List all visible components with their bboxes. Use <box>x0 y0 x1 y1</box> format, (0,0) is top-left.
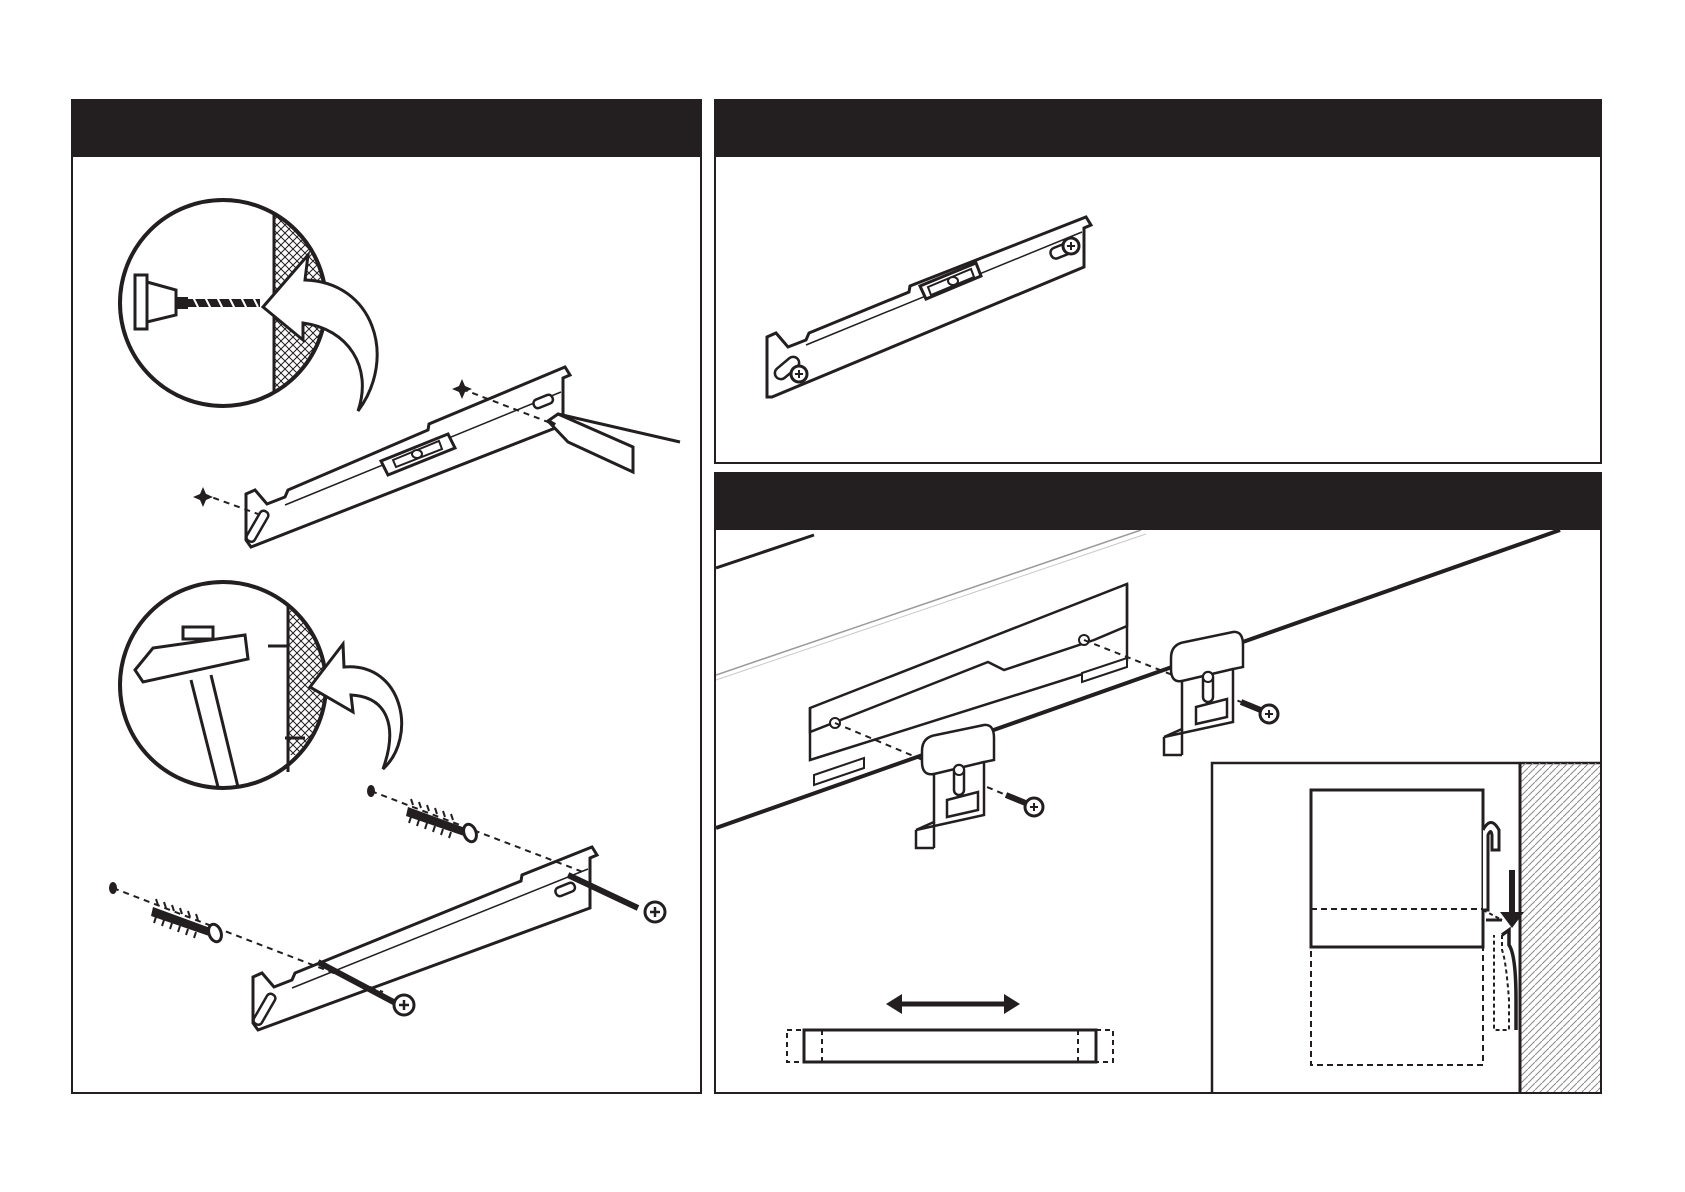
double-arrow-icon <box>886 994 1020 1014</box>
drill-detail <box>120 200 377 411</box>
wall-plug-icon <box>406 799 479 844</box>
bracket-fixing <box>109 785 665 1030</box>
mark-star-left <box>193 487 213 507</box>
step-3-illustration <box>716 530 1600 1092</box>
bracket-icon <box>767 217 1091 397</box>
step-header-2 <box>716 101 1600 157</box>
side-view-inset <box>1212 763 1600 1092</box>
step-panel-1 <box>71 99 702 1094</box>
adjustment-diagram <box>787 994 1113 1062</box>
step-body-3 <box>716 530 1600 1092</box>
step-body-2 <box>716 157 1600 462</box>
screw-icon <box>1006 795 1043 816</box>
mark-star-right <box>452 379 472 399</box>
clip-icon <box>916 725 994 848</box>
screw-icon <box>1241 702 1278 723</box>
step-header-1 <box>73 101 700 157</box>
wall-plug-icon <box>151 899 224 944</box>
pencil-icon <box>548 414 680 472</box>
step-panel-3 <box>714 472 1602 1094</box>
clip-icon <box>1164 632 1243 755</box>
screw-icon <box>791 366 807 382</box>
step-2-illustration <box>716 157 1600 462</box>
step-panel-2 <box>714 99 1602 464</box>
step-body-1 <box>73 157 700 1092</box>
screw-icon <box>1063 238 1079 254</box>
hammer-detail <box>120 582 402 788</box>
step-header-3 <box>716 474 1600 530</box>
step-1-illustration <box>73 157 700 1092</box>
